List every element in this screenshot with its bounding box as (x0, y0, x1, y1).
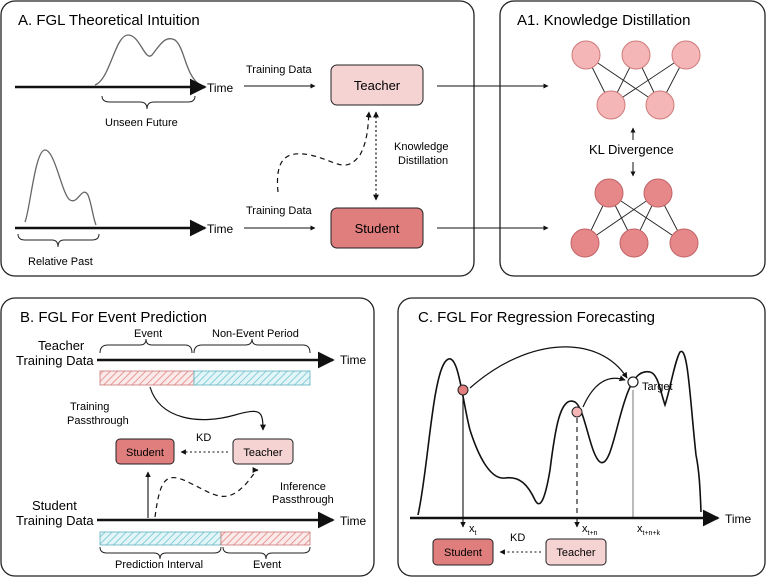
training-pass-label-line1: Training (70, 401, 109, 413)
c-time-label: Time (725, 512, 752, 526)
unseen-future-label: Unseen Future (105, 117, 178, 129)
c-student-label: Student (444, 547, 482, 559)
relative-past-label: Relative Past (28, 256, 93, 268)
teacher-node (571, 40, 601, 70)
teacher-node (621, 40, 651, 70)
teacher-time-label: Time (340, 353, 367, 367)
teacher-node (645, 90, 675, 120)
training-passthrough-curve (149, 386, 266, 431)
b-teacher-box (232, 438, 294, 465)
student-time-label: Time (340, 514, 367, 528)
bottom-training-data-label: Training Data (246, 205, 313, 217)
kd-label-line2: Distillation (398, 155, 448, 167)
teacher-data-label-line2: Training Data (16, 353, 94, 368)
non-event-period-label: Non-Event Period (212, 328, 299, 340)
panel-c-frame (397, 297, 766, 577)
b-student-box (115, 438, 175, 465)
event-bottom-segment (220, 531, 311, 546)
student-node (594, 178, 624, 208)
teacher-box (330, 64, 424, 106)
past-distribution-curve (24, 149, 97, 226)
panel-a-title: A. FGL Theoretical Intuition (18, 12, 200, 29)
kd-label-line1: Knowledge (394, 141, 448, 153)
panel-b-title: B. FGL For Event Prediction (20, 309, 207, 326)
panel-a1-frame (499, 0, 766, 277)
teacher-box-label: Teacher (354, 78, 401, 93)
teacher-node (596, 90, 626, 120)
panel-a1-title: A1. Knowledge Distillation (517, 12, 690, 29)
teacher-node (671, 40, 701, 70)
student-node (643, 178, 673, 208)
b-teacher-label: Teacher (243, 447, 282, 459)
student-node (669, 228, 699, 258)
relative-past-brace (17, 233, 100, 248)
non-event-hatched-segment (193, 370, 311, 386)
student-data-label-line2: Training Data (16, 513, 94, 528)
target-label: Target (642, 381, 673, 393)
non-event-brace (193, 338, 311, 354)
student-box (330, 207, 424, 249)
inference-label-line2: Passthrough (272, 494, 334, 506)
top-training-data-label: Training Data (246, 64, 313, 76)
xt-label: xt (469, 523, 477, 537)
event-bottom-brace (222, 546, 311, 560)
c-teacher-box (545, 538, 607, 566)
c-teacher-label: Teacher (556, 547, 595, 559)
student-node (619, 228, 649, 258)
unseen-future-brace (101, 95, 196, 110)
teacher-data-label-line1: Teacher (38, 338, 85, 353)
inference-label-line1: Inference (280, 481, 326, 493)
panel-c-title: C. FGL For Regression Forecasting (418, 309, 655, 326)
event-hatched-segment (99, 370, 195, 386)
student-to-teacher-dashed-curve (276, 111, 372, 193)
top-time-label: Time (207, 81, 234, 95)
kl-divergence-label: KL Divergence (589, 142, 674, 157)
forecast-arc-teacher (582, 375, 626, 408)
event-top-label: Event (134, 328, 162, 340)
inference-passthrough-curve (154, 467, 259, 518)
student-data-label-line1: Student (32, 498, 77, 513)
student-network-nodes (570, 178, 699, 258)
training-pass-label-line2: Passthrough (67, 415, 129, 427)
b-kd-label: KD (196, 432, 211, 444)
target-point (627, 376, 639, 388)
prediction-interval-brace (99, 546, 222, 560)
panel-a-frame (0, 0, 475, 277)
student-box-label: Student (355, 221, 400, 236)
event-bottom-label: Event (253, 559, 281, 571)
c-kd-label: KD (510, 532, 525, 544)
bottom-time-label: Time (207, 222, 234, 236)
b-student-label: Student (126, 447, 164, 459)
xtn-label: xt+n (582, 523, 598, 537)
prediction-interval-segment (99, 531, 222, 546)
teacher-point (571, 406, 583, 418)
student-node (570, 228, 600, 258)
xtnk-label: xt+n+k (637, 523, 661, 537)
forecast-arc-student (469, 346, 628, 389)
regression-series-curve (417, 350, 702, 516)
teacher-network-nodes (571, 40, 701, 120)
c-student-box (432, 538, 494, 566)
event-top-brace (99, 338, 193, 354)
panel-b-frame (0, 297, 375, 577)
future-distribution-curve (94, 34, 201, 86)
prediction-interval-label: Prediction Interval (115, 559, 203, 571)
student-point (457, 384, 469, 396)
